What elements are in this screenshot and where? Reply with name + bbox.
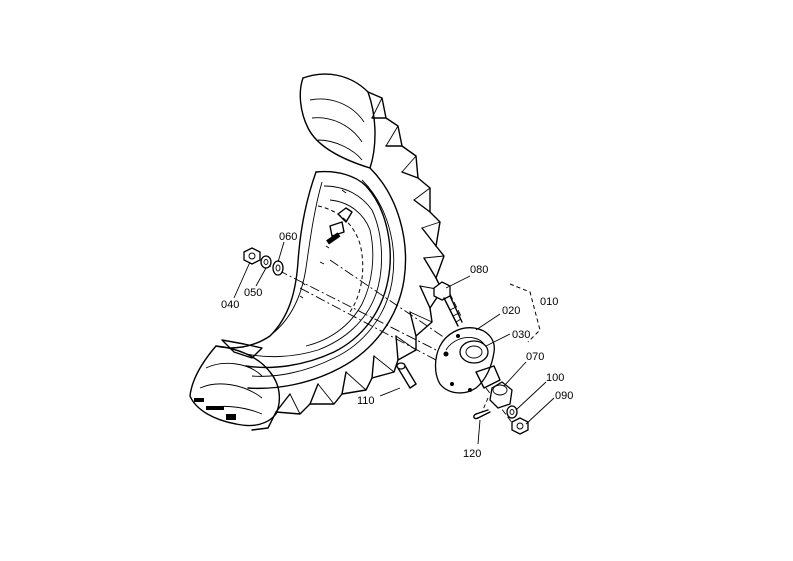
tire-outer-tread xyxy=(251,73,445,431)
rim-outer-edge xyxy=(245,170,391,369)
axis-line-main xyxy=(261,261,449,357)
washer-050 xyxy=(260,255,272,269)
axis-line-pin xyxy=(329,259,449,341)
bolt-080 xyxy=(433,281,463,327)
label-030: 030 xyxy=(512,329,530,341)
axis-line-nut xyxy=(485,387,517,429)
valve-mark xyxy=(326,232,341,245)
nut-040 xyxy=(243,247,261,265)
leader-110 xyxy=(379,387,401,397)
rim-flange-1 xyxy=(245,185,382,358)
label-070: 070 xyxy=(526,351,544,363)
leader-090 xyxy=(525,397,555,425)
nut-090 xyxy=(511,417,529,435)
tire-top-section xyxy=(299,77,376,169)
tire-top-section-inner xyxy=(309,98,365,161)
leader-080 xyxy=(445,275,471,289)
rim-flange-2 xyxy=(305,199,374,347)
tire-bottom-mark-3 xyxy=(226,414,236,420)
label-040: 040 xyxy=(221,299,239,311)
axis-line-offset xyxy=(299,287,471,379)
leader-040 xyxy=(233,261,251,299)
tire-lugs xyxy=(289,97,445,415)
leader-050 xyxy=(255,267,267,287)
tire-bottom-cut xyxy=(221,339,263,359)
disc-holes xyxy=(299,189,347,299)
bracket-010 xyxy=(509,283,541,343)
label-100: 100 xyxy=(546,372,564,384)
hub-assembly-020 xyxy=(434,327,501,394)
label-020: 020 xyxy=(502,305,520,317)
label-060: 060 xyxy=(279,231,297,243)
label-010: 010 xyxy=(540,296,558,308)
tire-bottom-section xyxy=(189,339,281,427)
leader-030 xyxy=(485,333,511,347)
leader-lines xyxy=(233,241,555,445)
label-050: 050 xyxy=(244,287,262,299)
cotter-pin-120 xyxy=(473,397,491,420)
tire xyxy=(247,73,445,431)
spacer-070 xyxy=(489,381,513,409)
label-120: 120 xyxy=(463,448,481,460)
rim-disc-inner xyxy=(271,181,323,335)
rim xyxy=(215,170,391,369)
label-080: 080 xyxy=(470,264,488,276)
part-labels: 040 050 060 080 020 010 030 070 100 090 … xyxy=(221,231,573,460)
tire-sidewall xyxy=(247,167,407,390)
pin-110 xyxy=(396,362,417,389)
tire-lug-tips xyxy=(275,117,437,413)
leader-100 xyxy=(515,381,547,411)
leader-020 xyxy=(475,313,501,331)
tire-sidewall-inner xyxy=(251,179,395,377)
rim-disc xyxy=(215,171,317,349)
valve-stem xyxy=(329,207,353,237)
label-110: 110 xyxy=(357,395,375,407)
leader-070 xyxy=(503,361,527,387)
tire-bottom-outline xyxy=(189,345,281,427)
tire-bottom-mark-2 xyxy=(206,406,224,410)
leader-120 xyxy=(477,419,481,445)
rim-flange-3 xyxy=(317,205,364,313)
washer-100 xyxy=(506,405,518,419)
leader-060 xyxy=(277,241,285,263)
washer-060 xyxy=(272,260,284,276)
tire-bottom-mark-1 xyxy=(194,398,204,402)
hub-flange-030 xyxy=(459,340,489,364)
label-090: 090 xyxy=(555,390,573,402)
